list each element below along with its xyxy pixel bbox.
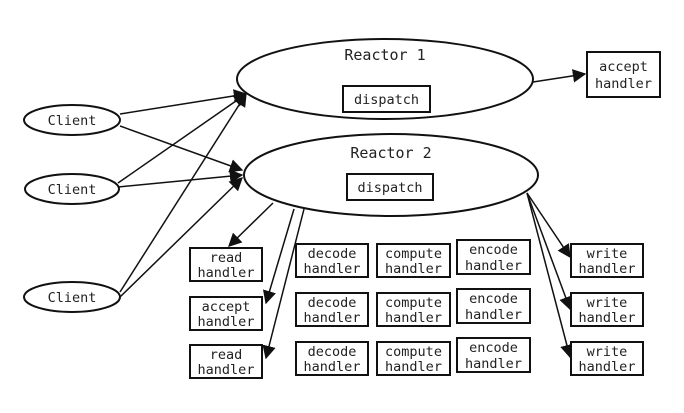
decode-handler-3-line2: handler <box>304 359 361 375</box>
edge-reactor1-accept <box>532 69 587 83</box>
edge-reactor2-write2 <box>526 192 573 311</box>
read-handler-2-line1: read <box>210 347 243 363</box>
compute-handler-2-line2: handler <box>385 310 442 326</box>
decode-handler-1-line1: decode <box>308 246 357 262</box>
client-1: Client <box>23 104 121 136</box>
edge-client3-reactor1 <box>119 92 247 293</box>
reactor-2-title: Reactor 2 <box>350 144 431 162</box>
edges <box>117 69 587 360</box>
read-handler-2: read handler <box>189 344 263 379</box>
write-handler-1-line2: handler <box>579 261 636 277</box>
compute-handler-3-line1: compute <box>385 344 442 360</box>
edge-client3-reactor2 <box>119 177 243 298</box>
encode-handler-2-line2: handler <box>465 307 522 323</box>
accept-handler-2-line2: handler <box>198 314 255 330</box>
write-handler-3: write handler <box>570 341 644 376</box>
edge-reactor2-read2 <box>262 208 305 360</box>
encode-handler-1-line1: encode <box>469 242 518 258</box>
accept-handler-2-line1: accept <box>202 299 251 315</box>
encode-handler-3-line2: handler <box>465 356 522 372</box>
edge-reactor2-accept2 <box>262 208 295 305</box>
reactor-2-dispatch-label: dispatch <box>357 180 422 196</box>
write-handler-3-line2: handler <box>579 359 636 375</box>
encode-handler-1: encode handler <box>456 239 531 275</box>
write-handler-2-line1: write <box>587 295 628 311</box>
write-handler-2-line2: handler <box>579 310 636 326</box>
decode-handler-3-line1: decode <box>308 344 357 360</box>
write-handler-2: write handler <box>570 292 644 327</box>
client-1-label: Client <box>48 113 97 129</box>
encode-handler-1-line2: handler <box>465 258 522 274</box>
reactor-1-dispatch-label: dispatch <box>354 92 419 108</box>
decode-handler-2-line1: decode <box>308 295 357 311</box>
edge-reactor2-read1 <box>228 202 274 247</box>
accept-handler-top: accept handler <box>586 51 661 98</box>
compute-handler-3: compute handler <box>376 341 451 376</box>
compute-handler-2: compute handler <box>376 292 451 327</box>
compute-handler-1-line2: handler <box>385 261 442 277</box>
read-handler-2-line2: handler <box>198 362 255 378</box>
edge-client2-reactor2 <box>117 169 244 188</box>
read-handler-1-line2: handler <box>198 265 255 281</box>
write-handler-3-line1: write <box>587 344 628 360</box>
encode-handler-3-line1: encode <box>469 340 518 356</box>
client-2-label: Client <box>48 182 97 198</box>
compute-handler-2-line1: compute <box>385 295 442 311</box>
encode-handler-3: encode handler <box>456 337 531 373</box>
edge-client1-reactor2 <box>119 125 244 173</box>
accept-handler-top-line2: handler <box>595 76 652 92</box>
compute-handler-3-line2: handler <box>385 359 442 375</box>
decode-handler-1: decode handler <box>295 243 369 278</box>
read-handler-1: read handler <box>189 247 263 282</box>
reactor-1-title: Reactor 1 <box>344 46 425 64</box>
reactor-1-dispatch-box: dispatch <box>342 85 431 113</box>
edge-client1-reactor1 <box>119 89 248 115</box>
reactor-1: Reactor 1 dispatch <box>236 38 534 120</box>
write-handler-1-line1: write <box>587 246 628 262</box>
edge-reactor2-write3 <box>526 192 574 359</box>
decode-handler-2-line2: handler <box>304 310 361 326</box>
edge-reactor2-write1 <box>526 192 571 259</box>
reactor-2-dispatch-box: dispatch <box>346 173 434 201</box>
decode-handler-2: decode handler <box>295 292 369 327</box>
encode-handler-2-line1: encode <box>469 291 518 307</box>
client-3-label: Client <box>48 290 97 306</box>
accept-handler-top-line1: accept <box>599 59 648 75</box>
edge-client2-reactor1 <box>117 93 248 184</box>
accept-handler-2: accept handler <box>189 296 263 331</box>
compute-handler-1: compute handler <box>376 243 451 278</box>
encode-handler-2: encode handler <box>456 288 531 324</box>
client-2: Client <box>24 173 120 205</box>
read-handler-1-line1: read <box>210 250 243 266</box>
reactor-2: Reactor 2 dispatch <box>243 133 539 217</box>
decode-handler-3: decode handler <box>295 341 369 376</box>
compute-handler-1-line1: compute <box>385 246 442 262</box>
write-handler-1: write handler <box>570 243 644 278</box>
client-3: Client <box>23 281 121 313</box>
decode-handler-1-line2: handler <box>304 261 361 277</box>
